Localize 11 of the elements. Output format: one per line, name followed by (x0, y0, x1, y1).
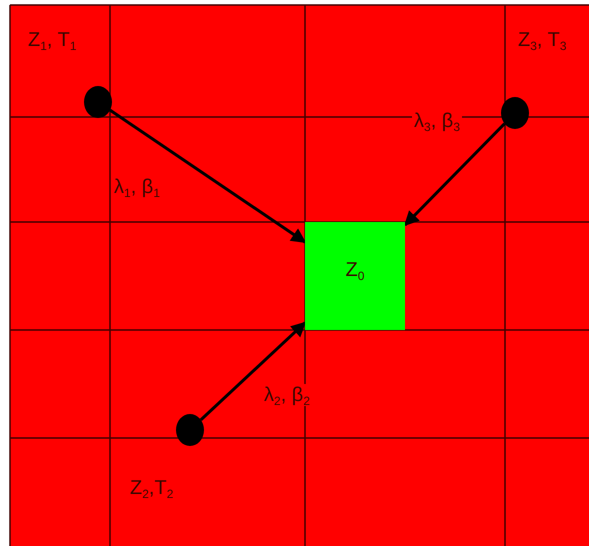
point-label: Z$_{3}$, T$_{3}$ (518, 30, 567, 50)
arrow (404, 122, 506, 226)
point-label: Z$_{2}$,T$_{2}$ (130, 478, 174, 498)
target-cell (305, 222, 405, 330)
cell-label: Z$_{0}$ (346, 260, 364, 280)
arrow (109, 108, 306, 244)
arrow (200, 322, 306, 421)
edge-label: λ$_{1}$, β$_{1}$ (112, 176, 162, 198)
edge-label: λ$_{2}$, β$_{2}$ (262, 384, 312, 406)
edge-label: λ$_{3}$, β$_{3}$ (412, 110, 462, 132)
point-label: Z$_{1}$, T$_{1}$ (28, 30, 77, 50)
